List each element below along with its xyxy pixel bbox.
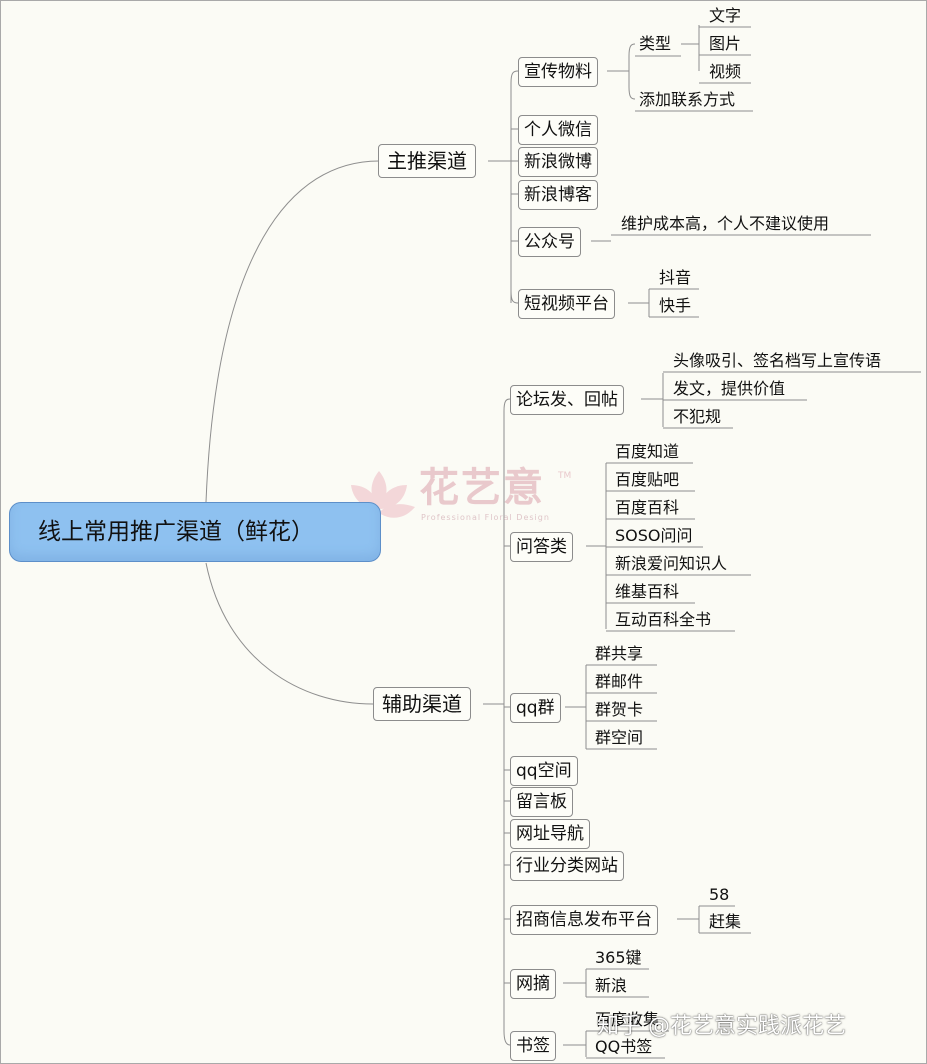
connector bbox=[628, 43, 636, 57]
flower-logo-icon bbox=[343, 471, 415, 518]
topic-qzone[interactable]: qq空间 bbox=[510, 756, 578, 786]
leaf-baidu-collect[interactable]: 百度收集 bbox=[595, 1010, 660, 1029]
leaf-hudong-baike[interactable]: 互动百科全书 bbox=[615, 610, 712, 629]
topic-bookmark[interactable]: 书签 bbox=[510, 1031, 556, 1061]
leaf-wikipedia[interactable]: 维基百科 bbox=[615, 582, 680, 601]
leaf-group-mail[interactable]: 群邮件 bbox=[595, 672, 644, 691]
leaf-baidu-baike[interactable]: 百度百科 bbox=[615, 498, 680, 517]
leaf-official-note[interactable]: 维护成本高，个人不建议使用 bbox=[621, 214, 830, 233]
topic-short-video[interactable]: 短视频平台 bbox=[518, 289, 615, 319]
leaf-douyin[interactable]: 抖音 bbox=[659, 268, 692, 287]
leaf-sina-iask[interactable]: 新浪爱问知识人 bbox=[615, 554, 728, 573]
topic-qq-group[interactable]: qq群 bbox=[510, 693, 561, 723]
leaf-kuaishou[interactable]: 快手 bbox=[659, 296, 692, 315]
leaf-forum-post[interactable]: 发文，提供价值 bbox=[673, 379, 786, 398]
topic-personal-wechat[interactable]: 个人微信 bbox=[518, 115, 598, 145]
watermark-tm: TM bbox=[558, 471, 572, 481]
watermark-brand: 花艺意 bbox=[419, 465, 545, 511]
leaf-group-share[interactable]: 群共享 bbox=[595, 644, 644, 663]
topic-digest[interactable]: 网摘 bbox=[510, 969, 556, 999]
root-topic-label: 线上常用推广渠道（鲜花） bbox=[38, 519, 314, 545]
leaf-type-video[interactable]: 视频 bbox=[709, 62, 742, 81]
connector bbox=[510, 290, 519, 304]
topic-url-nav[interactable]: 网址导航 bbox=[510, 819, 590, 849]
topic-biz-platform[interactable]: 招商信息发布平台 bbox=[510, 905, 658, 935]
topic-qa[interactable]: 问答类 bbox=[510, 532, 573, 562]
leaf-type-text[interactable]: 文字 bbox=[709, 6, 742, 25]
leaf-baidu-tieba[interactable]: 百度贴吧 bbox=[615, 470, 680, 489]
leaf-type-image[interactable]: 图片 bbox=[709, 34, 742, 53]
connector bbox=[503, 1030, 511, 1046]
leaf-baidu-zhidao[interactable]: 百度知道 bbox=[615, 442, 680, 461]
leaf-ganji[interactable]: 赶集 bbox=[709, 912, 742, 931]
connector bbox=[628, 86, 636, 100]
connector bbox=[510, 70, 519, 84]
main-topic-secondary[interactable]: 辅助渠道 bbox=[373, 687, 471, 721]
leaf-58[interactable]: 58 bbox=[709, 885, 730, 904]
leaf-add-contact[interactable]: 添加联系方式 bbox=[639, 90, 736, 109]
topic-sina-weibo[interactable]: 新浪微博 bbox=[518, 147, 598, 177]
leaf-group-space[interactable]: 群空间 bbox=[595, 728, 644, 747]
leaf-sina[interactable]: 新浪 bbox=[595, 976, 628, 995]
watermark-tagline: Professional Floral Design bbox=[421, 513, 550, 522]
topic-forum[interactable]: 论坛发、回帖 bbox=[510, 385, 624, 415]
topic-type[interactable]: 类型 bbox=[639, 34, 672, 53]
topic-sina-blog[interactable]: 新浪博客 bbox=[518, 180, 598, 210]
leaf-group-card[interactable]: 群贺卡 bbox=[595, 700, 644, 719]
main-topic-primary[interactable]: 主推渠道 bbox=[378, 144, 476, 178]
connector bbox=[503, 398, 511, 412]
leaf-forum-avatar[interactable]: 头像吸引、签名档写上宣传语 bbox=[673, 351, 882, 370]
leaf-forum-rules[interactable]: 不犯规 bbox=[673, 407, 722, 426]
topic-guestbook[interactable]: 留言板 bbox=[510, 787, 573, 817]
topic-promo-material[interactable]: 宣传物料 bbox=[518, 57, 598, 87]
topic-official-account[interactable]: 公众号 bbox=[518, 227, 581, 257]
leaf-soso-wenwen[interactable]: SOSO问问 bbox=[615, 526, 693, 545]
root-topic[interactable]: 线上常用推广渠道（鲜花） bbox=[9, 502, 381, 562]
connector bbox=[205, 562, 374, 705]
footer-watermark: 知乎 @花艺意实践派花艺 bbox=[597, 1014, 846, 1039]
topic-industry-sites[interactable]: 行业分类网站 bbox=[510, 851, 624, 881]
connector bbox=[205, 160, 380, 503]
leaf-qq-bookmark[interactable]: QQ书签 bbox=[595, 1037, 653, 1056]
leaf-365key[interactable]: 365键 bbox=[595, 948, 642, 967]
